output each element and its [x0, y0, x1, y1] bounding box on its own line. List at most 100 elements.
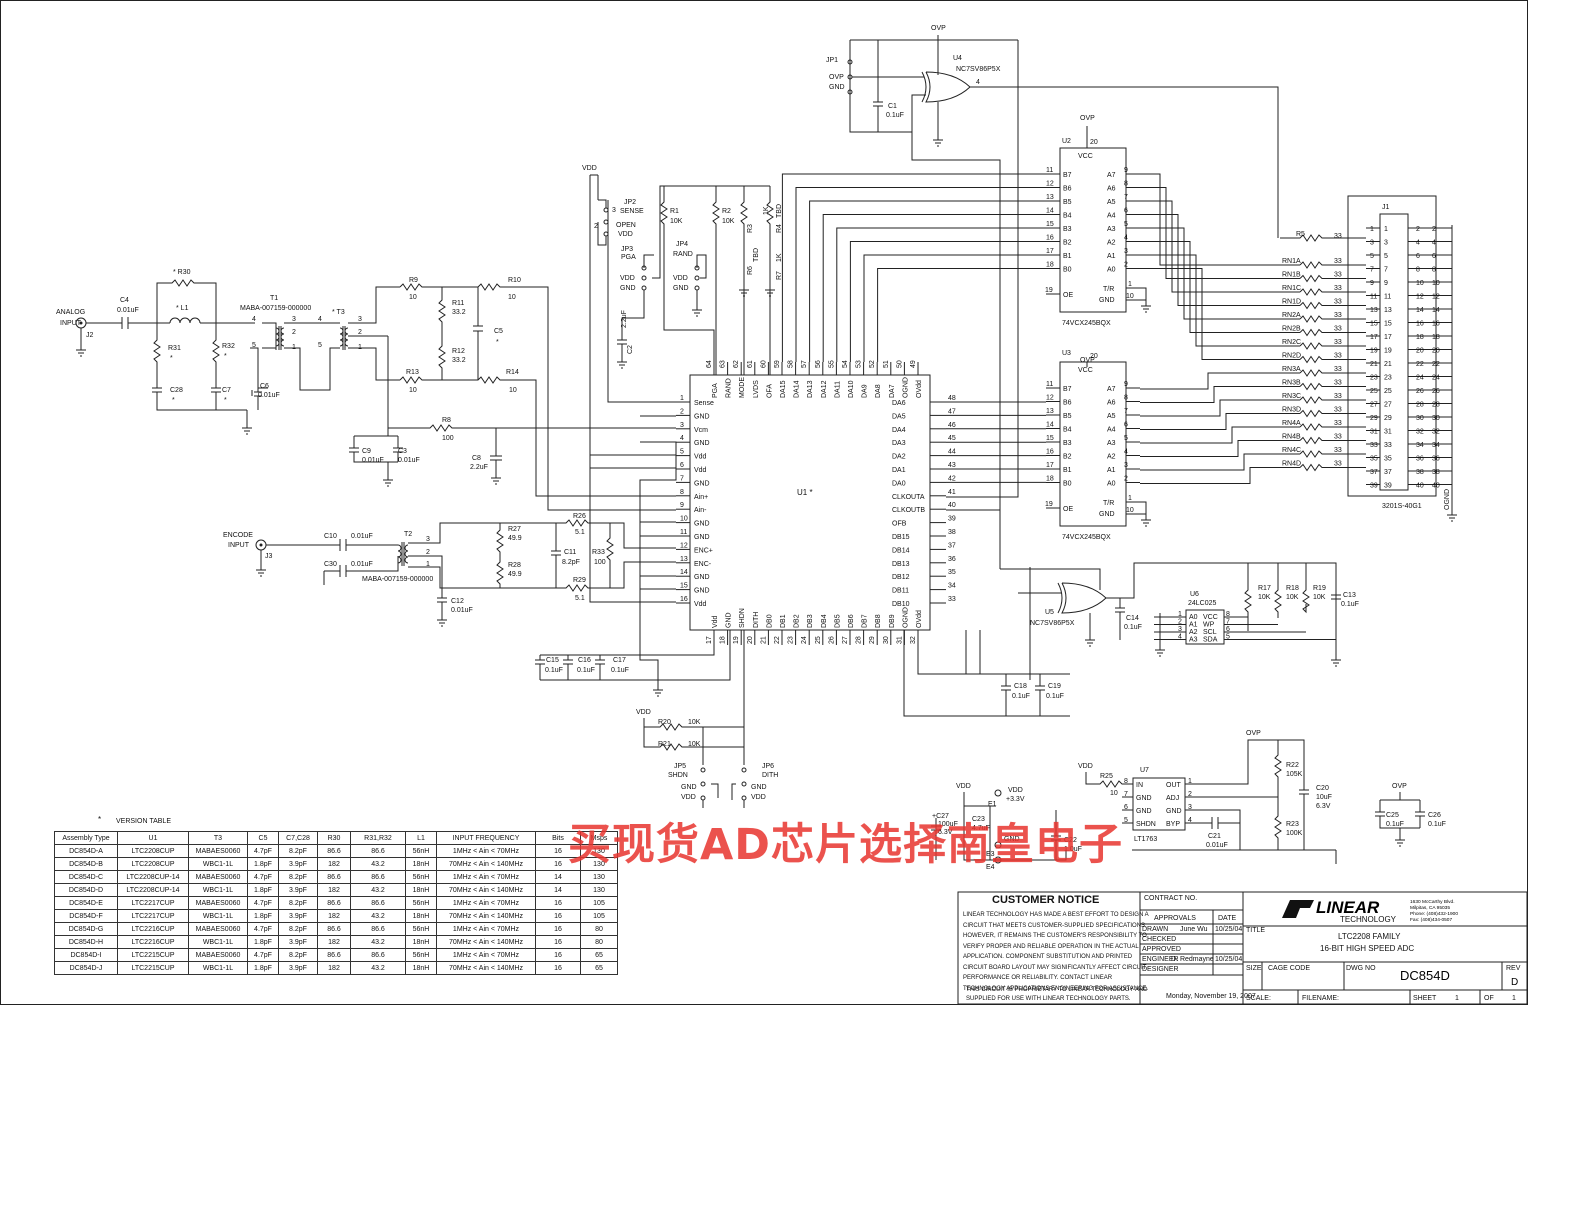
encode-input-label2: INPUT: [228, 542, 250, 549]
version-table-cell: 16: [535, 961, 581, 975]
j1-pin-number: 6: [1416, 253, 1420, 260]
adc-pin-name: DB9: [889, 614, 896, 628]
r29-value: 5.1: [575, 595, 585, 602]
rn-label: RN4D: [1282, 461, 1301, 468]
adc-pin-number: 27: [842, 636, 849, 644]
e3-ref: E3: [986, 851, 995, 858]
version-table-cell: 86.6: [317, 870, 351, 884]
c10-ref: C10: [324, 533, 337, 540]
j1-pin-number: 29: [1370, 415, 1378, 422]
designer-label: DESIGNER: [1142, 966, 1179, 973]
proprietary-line: THIS CIRCUIT IS PROPRIETARY TO LINEAR TE…: [966, 987, 1148, 993]
adc-pin-number: 60: [760, 360, 767, 368]
notice-line: VERIFY PROPER AND RELIABLE OPERATION IN …: [963, 943, 1139, 950]
rn-label: RN4C: [1282, 447, 1301, 454]
adc-pin-number: 51: [883, 360, 890, 368]
adc-pin-name: MODE: [739, 377, 746, 398]
version-table-cell: 8.2pF: [278, 844, 318, 858]
u6-pin-name: A2: [1189, 629, 1198, 636]
c20-ref: C20: [1316, 785, 1329, 792]
adc-pin-name: ENC+: [694, 547, 713, 554]
t2-ref: T2: [404, 531, 412, 538]
u6-ref: U6: [1190, 591, 1199, 598]
c21-value: 0.01uF: [1206, 842, 1228, 849]
adc-pin-number: 10: [680, 516, 688, 523]
version-table-cell: 86.6: [350, 844, 406, 858]
c6-symbol: [250, 347, 268, 410]
adc-left-pins: 1Sense2GND3Vcm4GND5Vdd6Vdd7GND8Ain+9Ain-…: [676, 395, 714, 608]
adc-pin-name: GND: [694, 440, 710, 447]
u7-pin-name: OUT: [1166, 782, 1182, 789]
jp4-name: RAND: [673, 251, 693, 258]
drawn-label: DRAWN: [1142, 926, 1168, 933]
c1-ref: C1: [888, 103, 897, 110]
buffer-pin-number: 17: [1046, 248, 1054, 255]
c11-ref: C11: [564, 549, 576, 556]
version-table-cell: 70MHz < Ain < 140MHz: [436, 883, 536, 897]
j1-pin-number: 31: [1384, 429, 1392, 436]
r11-r12-symbols: [438, 287, 446, 380]
version-table-cell: DC854D-J: [54, 961, 118, 975]
jp3-name: PGA: [621, 254, 636, 261]
u7-pin-name: IN: [1136, 782, 1143, 789]
adc-pin-number: 62: [733, 360, 740, 368]
adc-pin-name: Sense: [694, 400, 714, 407]
l1-symbol: [169, 317, 201, 324]
adc-pin-name: DA13: [807, 380, 814, 398]
r17-ref: R17: [1258, 585, 1271, 592]
j1-pin-number: 27: [1370, 402, 1378, 409]
adc-pin-number: 33: [948, 596, 956, 603]
buffer-pin-number: 16: [1046, 235, 1054, 242]
c8-symbol: [490, 428, 502, 485]
u6-pin-name: SDA: [1203, 637, 1218, 644]
proprietary-notice: THIS CIRCUIT IS PROPRIETARY TO LINEAR TE…: [966, 986, 1148, 1004]
adc-pin-name: DB15: [892, 534, 910, 541]
buffer-pin-name: A6: [1107, 186, 1116, 193]
version-table-cell: 14: [535, 883, 581, 897]
adc-pin-number: 12: [680, 542, 688, 549]
r22-value: 105K: [1286, 771, 1303, 778]
version-table-cell: 3.9pF: [278, 909, 318, 923]
adc-pin-name: DA15: [780, 380, 787, 398]
version-table-cell: 56nH: [405, 870, 437, 884]
rn-label: RN3B: [1282, 380, 1301, 387]
r2-value: 10K: [722, 218, 735, 225]
l1-ref: * L1: [176, 305, 189, 312]
u7-pin-name: SHDN: [1136, 821, 1156, 828]
adc-pin-number: 53: [856, 360, 863, 368]
adc-pin-number: 17: [706, 636, 713, 644]
j1-pin-number: 4: [1432, 240, 1436, 247]
u7-pin-number: 2: [1188, 791, 1192, 798]
adc-pin-number: 47: [948, 408, 956, 415]
adc-pin-number: 16: [680, 596, 688, 603]
version-table-cell: 182: [317, 857, 351, 871]
u7-pin-name: BYP: [1166, 821, 1180, 828]
adc-pin-number: 44: [948, 449, 956, 456]
version-table-cell: LTC2208CUP: [117, 844, 189, 858]
version-table-cell: WBC1-1L: [188, 909, 248, 923]
r33-ref: R33: [592, 549, 605, 556]
buffer-pin-number: 6: [1124, 422, 1128, 429]
rn-value: 33: [1334, 420, 1342, 427]
r23-value: 100K: [1286, 830, 1303, 837]
version-table-cell: 18nH: [405, 961, 437, 975]
adc-pin-name: DB4: [821, 614, 828, 628]
version-table-cell: DC854D-F: [54, 909, 118, 923]
adc-pin-name: GND: [694, 588, 710, 595]
pin-number: 3: [426, 536, 430, 543]
c27-value: 100uF: [938, 821, 958, 828]
j1-pin-number: 3: [1370, 240, 1374, 247]
c16-value: 0.1uF: [577, 667, 595, 674]
j1-pin-number: 8: [1432, 267, 1436, 274]
r21-value: 10K: [688, 741, 701, 748]
adc-pin-name: LVDS: [753, 380, 760, 398]
j1-pin-number: 20: [1416, 348, 1424, 355]
version-table-cell: 130: [580, 870, 618, 884]
version-table-cell: 56nH: [405, 896, 437, 910]
j1-pin-number: 16: [1416, 321, 1424, 328]
j1-pin-number: 32: [1416, 429, 1424, 436]
adc-pin-name: DB6: [848, 614, 855, 628]
rn-value: 33: [1334, 447, 1342, 454]
